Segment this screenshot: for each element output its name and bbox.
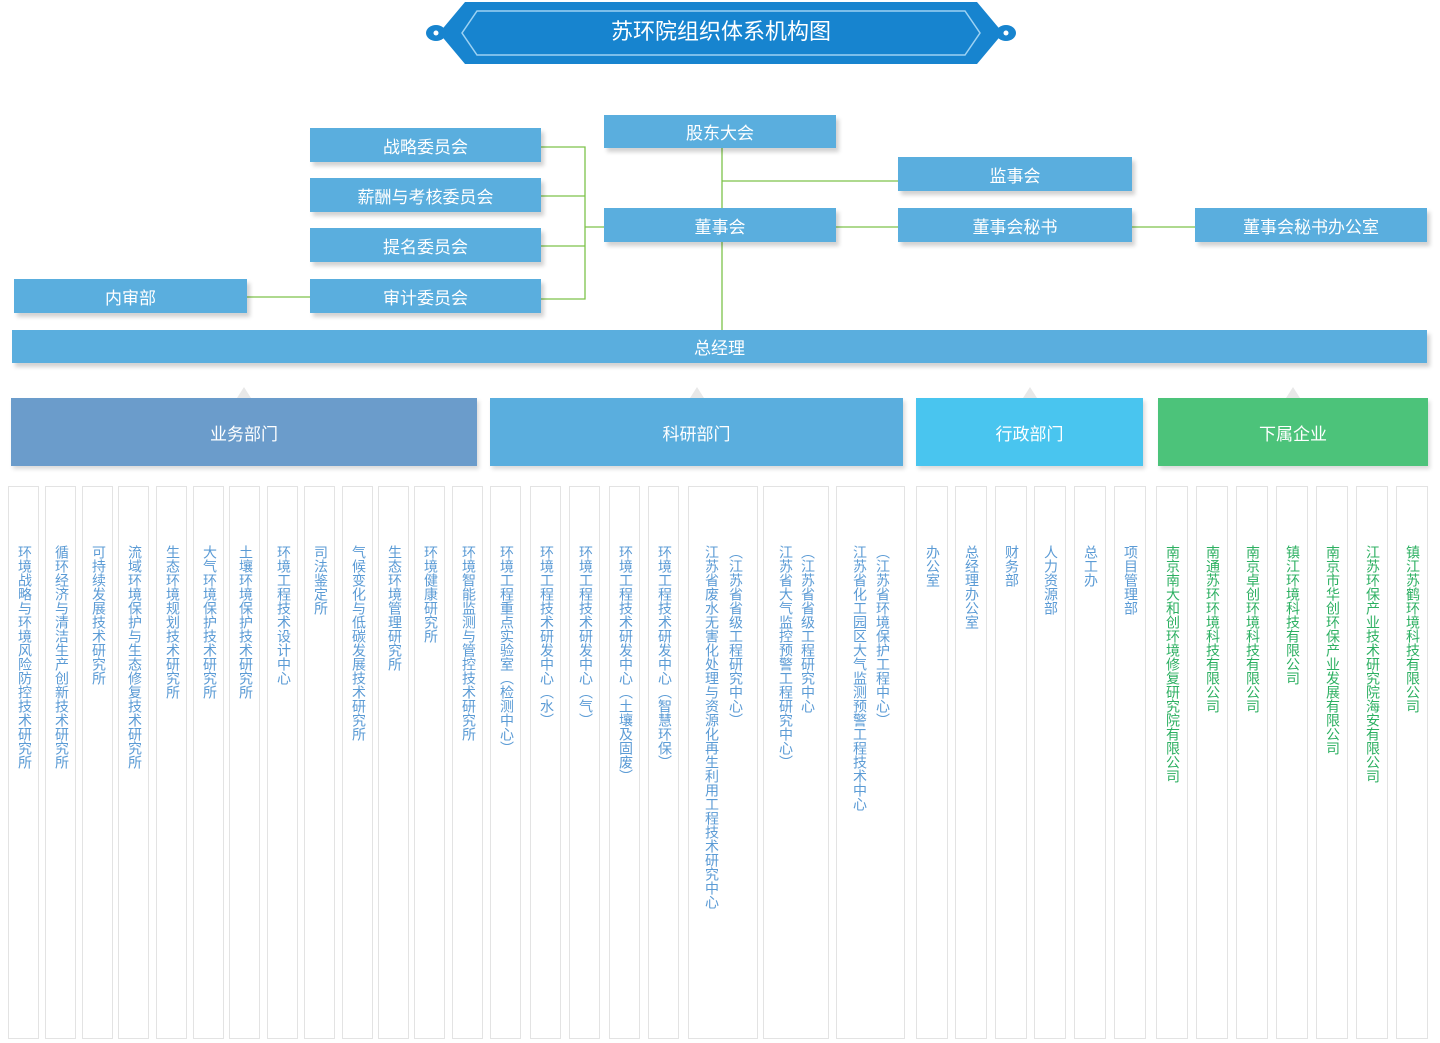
unit-label: （江苏省环境保护工程中心） [874,545,890,727]
node-audit-committee: 审计委员会 [310,279,541,313]
node-supervisors: 监事会 [898,157,1132,191]
unit-label: 南京市华创环保产业发展有限公司 [1324,545,1340,755]
node-secretary-office: 董事会秘书办公室 [1195,208,1427,242]
unit-column: 南通苏环环境科技有限公司 [1196,486,1228,1039]
unit-column: 生态环境规划技术研究所 [156,486,187,1039]
unit-label: 南京南大和创环境修复研究院有限公司 [1164,545,1180,783]
unit-label: 循环经济与清洁生产创新技术研究所 [53,545,69,769]
node-strategy-committee: 战略委员会 [310,128,541,162]
node-general-manager: 总经理 [12,330,1427,363]
unit-label: 南京卓创环境科技有限公司 [1244,545,1260,713]
unit-label: 办公室 [924,545,940,587]
unit-column: 总工办 [1074,486,1106,1039]
unit-column: 办公室 [916,486,948,1039]
unit-column: 镇江环境科技有限公司 [1276,486,1308,1039]
unit-column: 生态环境管理研究所 [378,486,409,1039]
unit-label: 镇江苏鹤环境科技有限公司 [1404,545,1420,713]
unit-label: 司法鉴定所 [312,545,328,615]
unit-label: 环境工程重点实验室（检测中心） [498,545,514,755]
unit-label: 环境工程技术设计中心 [275,545,291,685]
title-banner: 苏环院组织体系机构图 [425,0,1017,66]
category-label: 科研部门 [662,424,731,445]
category-admin: 行政部门 [916,387,1143,466]
node-board: 董事会 [604,208,836,242]
unit-column: 环境战略与环境风险防控技术研究所 [8,486,39,1039]
unit-column: 循环经济与清洁生产创新技术研究所 [45,486,76,1039]
unit-label: 环境工程技术研发中心（智慧环保） [656,545,672,769]
unit-column: 江苏省大气监控预警工程研究中心） （江苏省省级工程研究中心 [763,486,829,1039]
unit-column: 流域环境保护与生态修复技术研究所 [118,486,149,1039]
unit-column: 财务部 [995,486,1027,1039]
unit-label: 项目管理部 [1122,545,1138,615]
node-nomination-committee: 提名委员会 [310,228,541,262]
unit-label: 流域环境保护与生态修复技术研究所 [126,545,142,769]
unit-column: 环境工程技术研发中心（气） [569,486,600,1039]
unit-label: 江苏环保产业技术研究院海安有限公司 [1364,545,1380,783]
unit-column: 项目管理部 [1114,486,1146,1039]
unit-label: 土壤环境保护技术研究所 [237,545,253,699]
category-label: 行政部门 [995,424,1064,445]
unit-label: 生态环境规划技术研究所 [164,545,180,699]
unit-column: 环境工程技术研发中心（智慧环保） [648,486,679,1039]
category-label: 下属企业 [1259,424,1327,445]
unit-column: 环境智能监测与管控技术研究所 [452,486,483,1039]
unit-label: 人力资源部 [1042,545,1058,615]
unit-label: 可持续发展技术研究所 [90,545,106,685]
unit-label: 南通苏环环境科技有限公司 [1204,545,1220,713]
unit-label: 江苏省化工园区大气监测预警工程技术中心 [851,545,867,811]
unit-column: 可持续发展技术研究所 [82,486,113,1039]
node-secretary: 董事会秘书 [898,208,1132,242]
unit-label: 环境智能监测与管控技术研究所 [460,545,476,741]
unit-label: 总经理办公室 [963,545,979,629]
unit-label: 环境工程技术研发中心（气） [577,545,593,727]
title-banner-shape [426,2,1016,64]
unit-label: 气候变化与低碳发展技术研究所 [350,545,366,741]
unit-label: （江苏省省级工程研究中心） [727,545,743,727]
unit-label: 环境健康研究所 [422,545,438,643]
unit-label: 镇江环境科技有限公司 [1284,545,1300,685]
unit-column: 南京市华创环保产业发展有限公司 [1316,486,1348,1039]
unit-column: 江苏环保产业技术研究院海安有限公司 [1356,486,1388,1039]
unit-label: 大气环境保护技术研究所 [201,545,217,699]
unit-column: 南京南大和创环境修复研究院有限公司 [1156,486,1188,1039]
unit-label: 江苏省大气监控预警工程研究中心） [777,545,793,769]
unit-column: 环境工程重点实验室（检测中心） [490,486,521,1039]
unit-label: （江苏省省级工程研究中心 [799,545,815,713]
unit-label: 财务部 [1003,545,1019,587]
unit-label: 江苏省废水无害化处理与资源化再生利用工程技术研究中心 [703,545,719,909]
unit-label: 环境工程技术研发中心（土壤及固废） [617,545,633,783]
unit-column: 司法鉴定所 [304,486,335,1039]
unit-column: 江苏省化工园区大气监测预警工程技术中心 （江苏省环境保护工程中心） [836,486,905,1039]
unit-column: 大气环境保护技术研究所 [193,486,224,1039]
category-business: 业务部门 [11,387,477,466]
unit-column: 总经理办公室 [955,486,987,1039]
unit-label: 环境工程技术研发中心（水） [538,545,554,727]
unit-column: 土壤环境保护技术研究所 [229,486,260,1039]
unit-column: 南京卓创环境科技有限公司 [1236,486,1268,1039]
unit-column: 环境工程技术设计中心 [267,486,298,1039]
unit-label: 生态环境管理研究所 [386,545,402,671]
category-label: 业务部门 [210,424,278,445]
unit-label: 环境战略与环境风险防控技术研究所 [16,545,32,769]
unit-label: 总工办 [1082,545,1098,587]
category-subsidiaries: 下属企业 [1158,387,1428,466]
unit-column: 气候变化与低碳发展技术研究所 [342,486,373,1039]
unit-column: 镇江苏鹤环境科技有限公司 [1396,486,1428,1039]
unit-column: 环境工程技术研发中心（水） [530,486,561,1039]
unit-column: 江苏省废水无害化处理与资源化再生利用工程技术研究中心 （江苏省省级工程研究中心） [688,486,758,1039]
unit-column: 环境工程技术研发中心（土壤及固废） [609,486,640,1039]
node-shareholders: 股东大会 [604,115,836,148]
unit-column: 人力资源部 [1034,486,1066,1039]
node-internal-audit: 内审部 [14,279,247,313]
node-compensation-committee: 薪酬与考核委员会 [310,178,541,212]
category-research: 科研部门 [490,387,903,466]
page-title: 苏环院组织体系机构图 [610,20,831,45]
unit-column: 环境健康研究所 [414,486,445,1039]
